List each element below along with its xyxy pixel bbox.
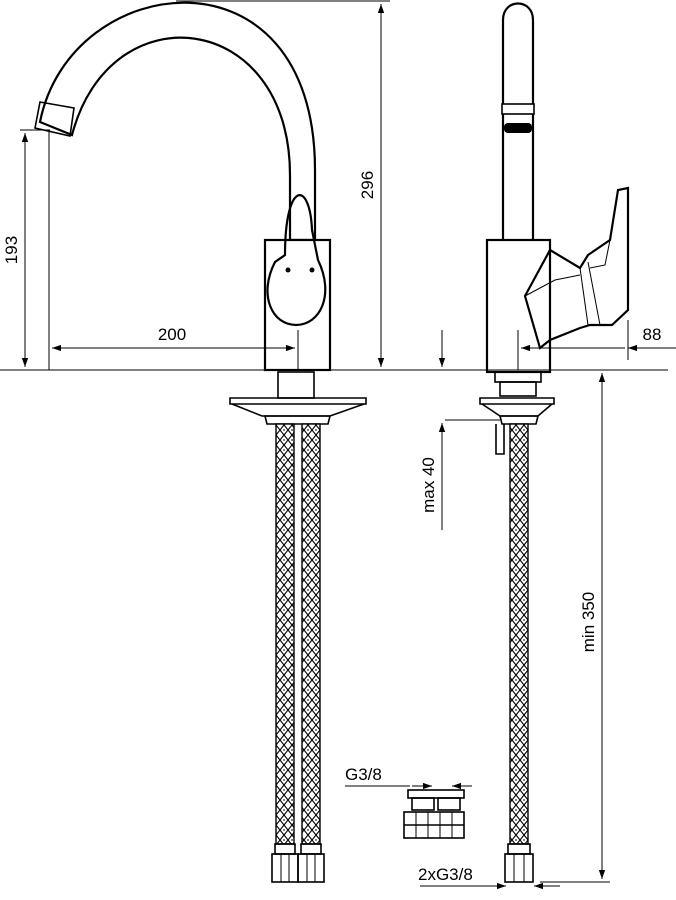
side-aerator (501, 103, 535, 115)
thread-hoses-label: 2xG3/8 (418, 865, 473, 884)
front-view (34, 1, 367, 883)
front-lever-dot (285, 267, 291, 273)
thread-connector-label: G3/8 (345, 765, 382, 784)
side-spout (501, 2, 535, 240)
front-lever (266, 194, 327, 327)
front-spout (38, 1, 317, 242)
dim-min350-label: min 350 (579, 592, 598, 652)
front-hose-right (301, 423, 321, 845)
dim-200-label: 200 (158, 325, 186, 344)
front-shank (277, 371, 315, 399)
front-hose-left (275, 423, 295, 845)
dim-296-label: 296 (358, 171, 377, 199)
connector-detail (403, 789, 465, 839)
dim-88-label: 88 (643, 325, 662, 344)
dimension-labels: 193 296 200 88 max 40 min 350 G3/8 2xG3/… (2, 171, 661, 884)
side-hose (509, 423, 529, 845)
side-lever (523, 186, 630, 350)
front-aerator (34, 101, 75, 137)
front-hose-nuts (271, 843, 325, 883)
dim-max40-label: max 40 (419, 457, 438, 513)
side-view (479, 2, 630, 883)
dim-193-label: 193 (2, 236, 21, 264)
side-shank (494, 371, 542, 383)
